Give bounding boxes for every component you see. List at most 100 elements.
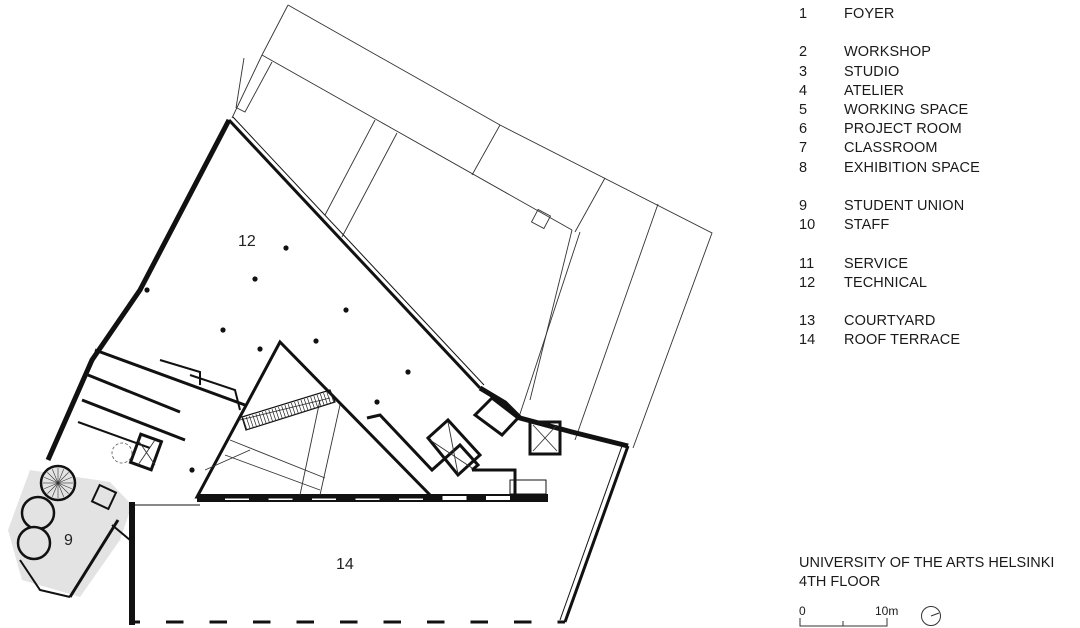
window bbox=[401, 620, 427, 624]
legend-label: FOYER bbox=[844, 6, 895, 22]
neighbouring-buildings bbox=[231, 4, 713, 449]
legend-label: STUDENT UNION bbox=[844, 198, 965, 214]
stair-tread bbox=[323, 392, 328, 406]
scale-bar: 0 10m bbox=[799, 604, 959, 627]
stair-tread bbox=[281, 405, 286, 419]
legend-number: 6 bbox=[799, 121, 808, 138]
atrium bbox=[194, 339, 436, 499]
window bbox=[357, 620, 384, 624]
scale-bar-graphic bbox=[799, 618, 888, 627]
window bbox=[531, 620, 558, 624]
spiral-stair-step bbox=[51, 482, 59, 497]
legend-label: ROOF TERRACE bbox=[844, 332, 961, 349]
spiral-stair-step bbox=[57, 482, 69, 494]
legend-label: TECHNICAL bbox=[844, 274, 928, 291]
floor-plan: 12 9 14 bbox=[8, 4, 713, 625]
exterior-walls bbox=[45, 116, 630, 625]
room-label-14: 14 bbox=[336, 556, 354, 573]
service-rooms-left bbox=[77, 348, 246, 472]
stair-tread bbox=[310, 396, 315, 410]
stair-tread bbox=[294, 401, 299, 415]
stair-tread bbox=[255, 413, 261, 427]
legend-number: 12 bbox=[799, 274, 816, 291]
legend-number: 5 bbox=[799, 102, 808, 118]
scale-end-label: 10m bbox=[875, 604, 899, 618]
stair-tread bbox=[300, 399, 306, 413]
spiral-stair-step bbox=[44, 476, 59, 484]
stair-tread bbox=[297, 400, 303, 414]
room-label-9: 9 bbox=[64, 532, 73, 549]
window bbox=[227, 620, 253, 624]
window bbox=[183, 620, 210, 624]
legend-number: 7 bbox=[799, 140, 808, 157]
legend-number: 1 bbox=[799, 6, 808, 22]
stair-tread bbox=[329, 390, 335, 404]
window bbox=[140, 620, 166, 624]
stair-tread bbox=[271, 408, 277, 422]
legend-number: 14 bbox=[799, 332, 816, 349]
student-union-rooms bbox=[16, 464, 131, 598]
title-block: UNIVERSITY OF THE ARTS HELSINKI 4TH FLOO… bbox=[799, 554, 1054, 592]
stair-tread bbox=[258, 412, 264, 426]
stair-tread bbox=[278, 406, 283, 420]
stair-tread bbox=[274, 407, 280, 421]
spiral-stair-step bbox=[47, 482, 59, 494]
spiral-stair-step bbox=[57, 472, 69, 484]
legend-label: ATELIER bbox=[844, 82, 905, 99]
stair-tread bbox=[249, 415, 254, 429]
spiral-stair-step bbox=[47, 472, 59, 484]
legend-number: 9 bbox=[799, 198, 808, 214]
building-title: UNIVERSITY OF THE ARTS HELSINKI bbox=[799, 555, 1055, 571]
stair-bridge bbox=[241, 389, 336, 431]
spiral-stair-step bbox=[44, 482, 59, 490]
windows-terrace bbox=[140, 620, 558, 624]
legend-number: 8 bbox=[799, 159, 808, 176]
legend-number: 3 bbox=[799, 63, 808, 80]
spiral-stair-step bbox=[57, 482, 65, 497]
spiral-stair-step bbox=[57, 482, 72, 490]
legend-number: 13 bbox=[799, 313, 816, 330]
legend-label: CLASSROOM bbox=[844, 140, 938, 157]
legend-label: WORKSHOP bbox=[844, 44, 931, 61]
legend-label: STAFF bbox=[844, 217, 890, 234]
stair-tread bbox=[242, 417, 248, 431]
stair-tread bbox=[287, 403, 293, 417]
window bbox=[314, 620, 340, 624]
legend-label: EXHIBITION SPACE bbox=[844, 159, 980, 176]
spiral-stair-step bbox=[51, 469, 59, 484]
stair-tread bbox=[268, 409, 274, 423]
legend-number: 11 bbox=[799, 255, 815, 272]
floor-title: 4TH FLOOR bbox=[799, 574, 881, 590]
legend-label: COURTYARD bbox=[844, 313, 936, 330]
scale-start-label: 0 bbox=[799, 604, 806, 618]
columns bbox=[144, 245, 411, 473]
legend-number: 10 bbox=[799, 217, 816, 234]
legend-number: 2 bbox=[799, 44, 808, 61]
room-label-12: 12 bbox=[238, 233, 256, 250]
stair-tread bbox=[326, 391, 332, 405]
legend-label: STUDIO bbox=[844, 63, 900, 80]
stair-tread bbox=[262, 411, 267, 425]
stair-tread bbox=[313, 395, 319, 409]
stair-tread bbox=[303, 398, 309, 412]
stair-tread bbox=[291, 402, 296, 416]
window bbox=[270, 620, 297, 624]
legend-label: WORKING SPACE bbox=[844, 102, 969, 118]
stair-tread bbox=[265, 410, 270, 424]
stair-tread bbox=[252, 414, 257, 428]
stair-tread bbox=[245, 416, 251, 430]
north-arrow-icon bbox=[921, 606, 941, 626]
stair-tread bbox=[316, 394, 322, 408]
window bbox=[486, 496, 510, 500]
window bbox=[488, 620, 514, 624]
window bbox=[442, 496, 467, 500]
window bbox=[444, 620, 471, 624]
legend-label: PROJECT ROOM bbox=[844, 121, 962, 138]
stair-tread bbox=[307, 397, 312, 411]
spiral-stair-step bbox=[57, 469, 65, 484]
legend-label: SERVICE bbox=[844, 255, 909, 272]
stair-tread bbox=[320, 393, 325, 407]
service-core-right bbox=[366, 396, 562, 498]
legend-number: 4 bbox=[799, 82, 808, 99]
stair-tread bbox=[284, 404, 290, 418]
